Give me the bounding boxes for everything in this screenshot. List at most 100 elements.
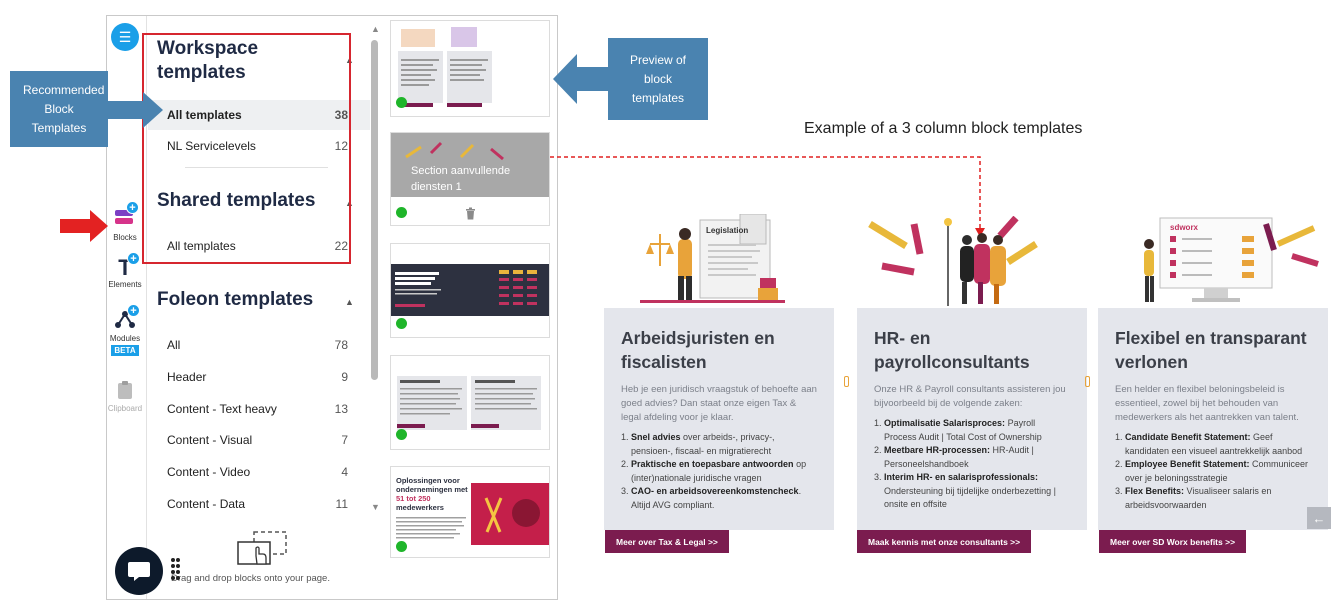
status-dot [396, 318, 407, 329]
block-column-1[interactable]: Arbeidsjuristen en fiscalisten Heb je ee… [604, 308, 834, 530]
thumbnail-title: Section aanvullende diensten 1 [411, 165, 511, 193]
workspace-all-templates[interactable]: All templates 38 [148, 100, 370, 130]
column-intro: Onze HR & Payroll consultants assisteren… [874, 384, 1066, 409]
example-caption: Example of a 3 column block templates [804, 120, 1083, 137]
chat-button[interactable] [115, 547, 163, 595]
benefits-illustration: sdworx [1144, 217, 1319, 302]
template-thumbnail-1[interactable] [390, 20, 550, 117]
column-title: HR- en payrollconsultants [874, 328, 1030, 372]
collapse-caret-icon[interactable]: ▲ [345, 297, 354, 307]
item-count: 12 [334, 139, 348, 153]
list-item: Flex Benefits: Visualiseer salaris en ar… [1125, 485, 1311, 512]
foleon-content-visual[interactable]: Content - Visual 7 [148, 425, 370, 455]
thumbnail-photo-art [484, 497, 540, 533]
column-title: Flexibel en transparant verlonen [1115, 328, 1307, 372]
thumbnail-overlay [391, 133, 549, 197]
item-count: 78 [334, 338, 348, 352]
rail-blocks-button[interactable]: + Blocks [110, 201, 140, 242]
block-column-3[interactable]: Flexibel en transparant verlonen Een hel… [1098, 308, 1328, 530]
thumbnail-preview [391, 21, 549, 116]
foleon-all[interactable]: All 78 [148, 330, 370, 360]
arrow-right-icon [107, 92, 163, 128]
plus-icon: + [126, 201, 139, 214]
column-intro: Heb je een juridisch vraagstuk of behoef… [621, 384, 817, 423]
item-count: 22 [334, 239, 348, 253]
list-item: Meetbare HR-processen: HR-Audit | Person… [884, 444, 1070, 471]
item-count: 7 [341, 433, 348, 447]
scroll-down-icon[interactable]: ▼ [371, 502, 380, 512]
thumbnail-heading-text: Oplossingen voor ondernemingen met [396, 476, 468, 494]
cta-tax-legal-button[interactable]: Meer over Tax & Legal >> [605, 530, 729, 553]
arrow-left-nav-icon[interactable]: ← [1307, 507, 1331, 529]
rail-modules-label: Modules [109, 334, 141, 343]
item-count: 38 [334, 108, 348, 122]
rail-divider [146, 16, 147, 599]
beta-badge: BETA [111, 345, 139, 356]
item-label: All templates [167, 108, 242, 122]
thumbnail-heading-highlight: 51 tot 250 [396, 494, 431, 503]
item-label: NL Servicelevels [167, 139, 256, 153]
item-label: Content - Data [167, 497, 246, 511]
preview-callout-text: Preview of block templates [629, 52, 687, 105]
template-thumbnail-4[interactable] [390, 355, 550, 450]
item-count: 9 [341, 370, 348, 384]
foleon-content-data[interactable]: Content - Data 11 [148, 489, 370, 519]
column-resize-handle[interactable] [1085, 376, 1090, 387]
cta-benefits-button[interactable]: Meer over SD Worx benefits >> [1099, 530, 1247, 553]
status-dot [396, 97, 407, 108]
list-item: Employee Benefit Statement: Communiceer … [1125, 458, 1311, 485]
modules-icon [115, 311, 135, 328]
column-list: Snel advies over arbeids-, privacy-, pen… [621, 431, 817, 512]
scroll-up-icon[interactable]: ▲ [371, 24, 380, 34]
recommended-callout: Recommended Block Templates [10, 71, 108, 147]
item-label: Content - Text heavy [167, 402, 277, 416]
block-column-2[interactable]: HR- en payrollconsultants Onze HR & Payr… [857, 308, 1087, 530]
list-item: Optimalisatie Salarisproces: Payroll Pro… [884, 417, 1070, 444]
column-intro: Een helder en flexibel beloningsbeleid i… [1115, 384, 1299, 423]
drag-drop-icon [237, 531, 287, 565]
item-label: All [167, 338, 181, 352]
drag-hint-text: Drag and drop blocks onto your page. [171, 573, 330, 584]
workspace-nl-servicelevels[interactable]: NL Servicelevels 12 [148, 131, 370, 161]
column-list: Candidate Benefit Statement: Geef kandid… [1115, 431, 1311, 512]
rail-elements-button[interactable]: T + Elements [108, 252, 142, 289]
recommended-callout-text: Recommended Block Templates [23, 82, 105, 135]
brand-logo: sdworx [1170, 223, 1199, 232]
foleon-header[interactable]: Header 9 [148, 362, 370, 392]
panel-scrollbar[interactable] [371, 40, 378, 380]
foleon-templates-title: Foleon templates [157, 289, 314, 310]
item-label: All templates [167, 239, 236, 253]
shared-all-templates[interactable]: All templates 22 [148, 231, 370, 261]
foleon-content-text-heavy[interactable]: Content - Text heavy 13 [148, 394, 370, 424]
rail-elements-label: Elements [108, 280, 142, 289]
column-resize-handle[interactable] [844, 376, 849, 387]
divider [185, 167, 328, 168]
item-count: 11 [335, 497, 348, 511]
item-label: Header [167, 370, 207, 384]
template-thumbnail-2[interactable]: Section aanvullende diensten 1 [390, 132, 550, 226]
highlight-box [142, 33, 351, 264]
template-thumbnail-3[interactable] [390, 243, 550, 338]
rail-blocks-label: Blocks [113, 233, 137, 242]
thumbnail-heading: Oplossingen voor ondernemingen met 51 to… [396, 476, 471, 512]
status-dot [396, 429, 407, 440]
thumbnail-photo [471, 483, 549, 545]
item-count: 13 [334, 402, 348, 416]
list-item: Interim HR- en salarisprofessionals: Ond… [884, 471, 1070, 512]
list-menu-icon[interactable]: ☰ [111, 23, 139, 51]
rail-clipboard-button[interactable]: Clipboard [106, 380, 144, 413]
item-count: 4 [341, 465, 348, 479]
drag-handle-icon[interactable] [170, 557, 180, 583]
arrow-left-icon [553, 54, 611, 104]
item-label: Content - Visual [167, 433, 253, 447]
list-item: Snel advies over arbeids-, privacy-, pen… [631, 431, 817, 458]
status-dot [396, 541, 407, 552]
cta-consultants-button[interactable]: Maak kennis met onze consultants >> [857, 530, 1032, 553]
workspace-templates-title: Workspace templates [157, 38, 259, 83]
thumbnail-preview [391, 356, 549, 449]
rail-modules-button[interactable]: + Modules BETA [108, 304, 142, 356]
template-thumbnail-5[interactable]: Oplossingen voor ondernemingen met 51 to… [390, 466, 550, 558]
consultants-illustration [868, 216, 1038, 306]
trash-icon[interactable] [465, 207, 476, 220]
